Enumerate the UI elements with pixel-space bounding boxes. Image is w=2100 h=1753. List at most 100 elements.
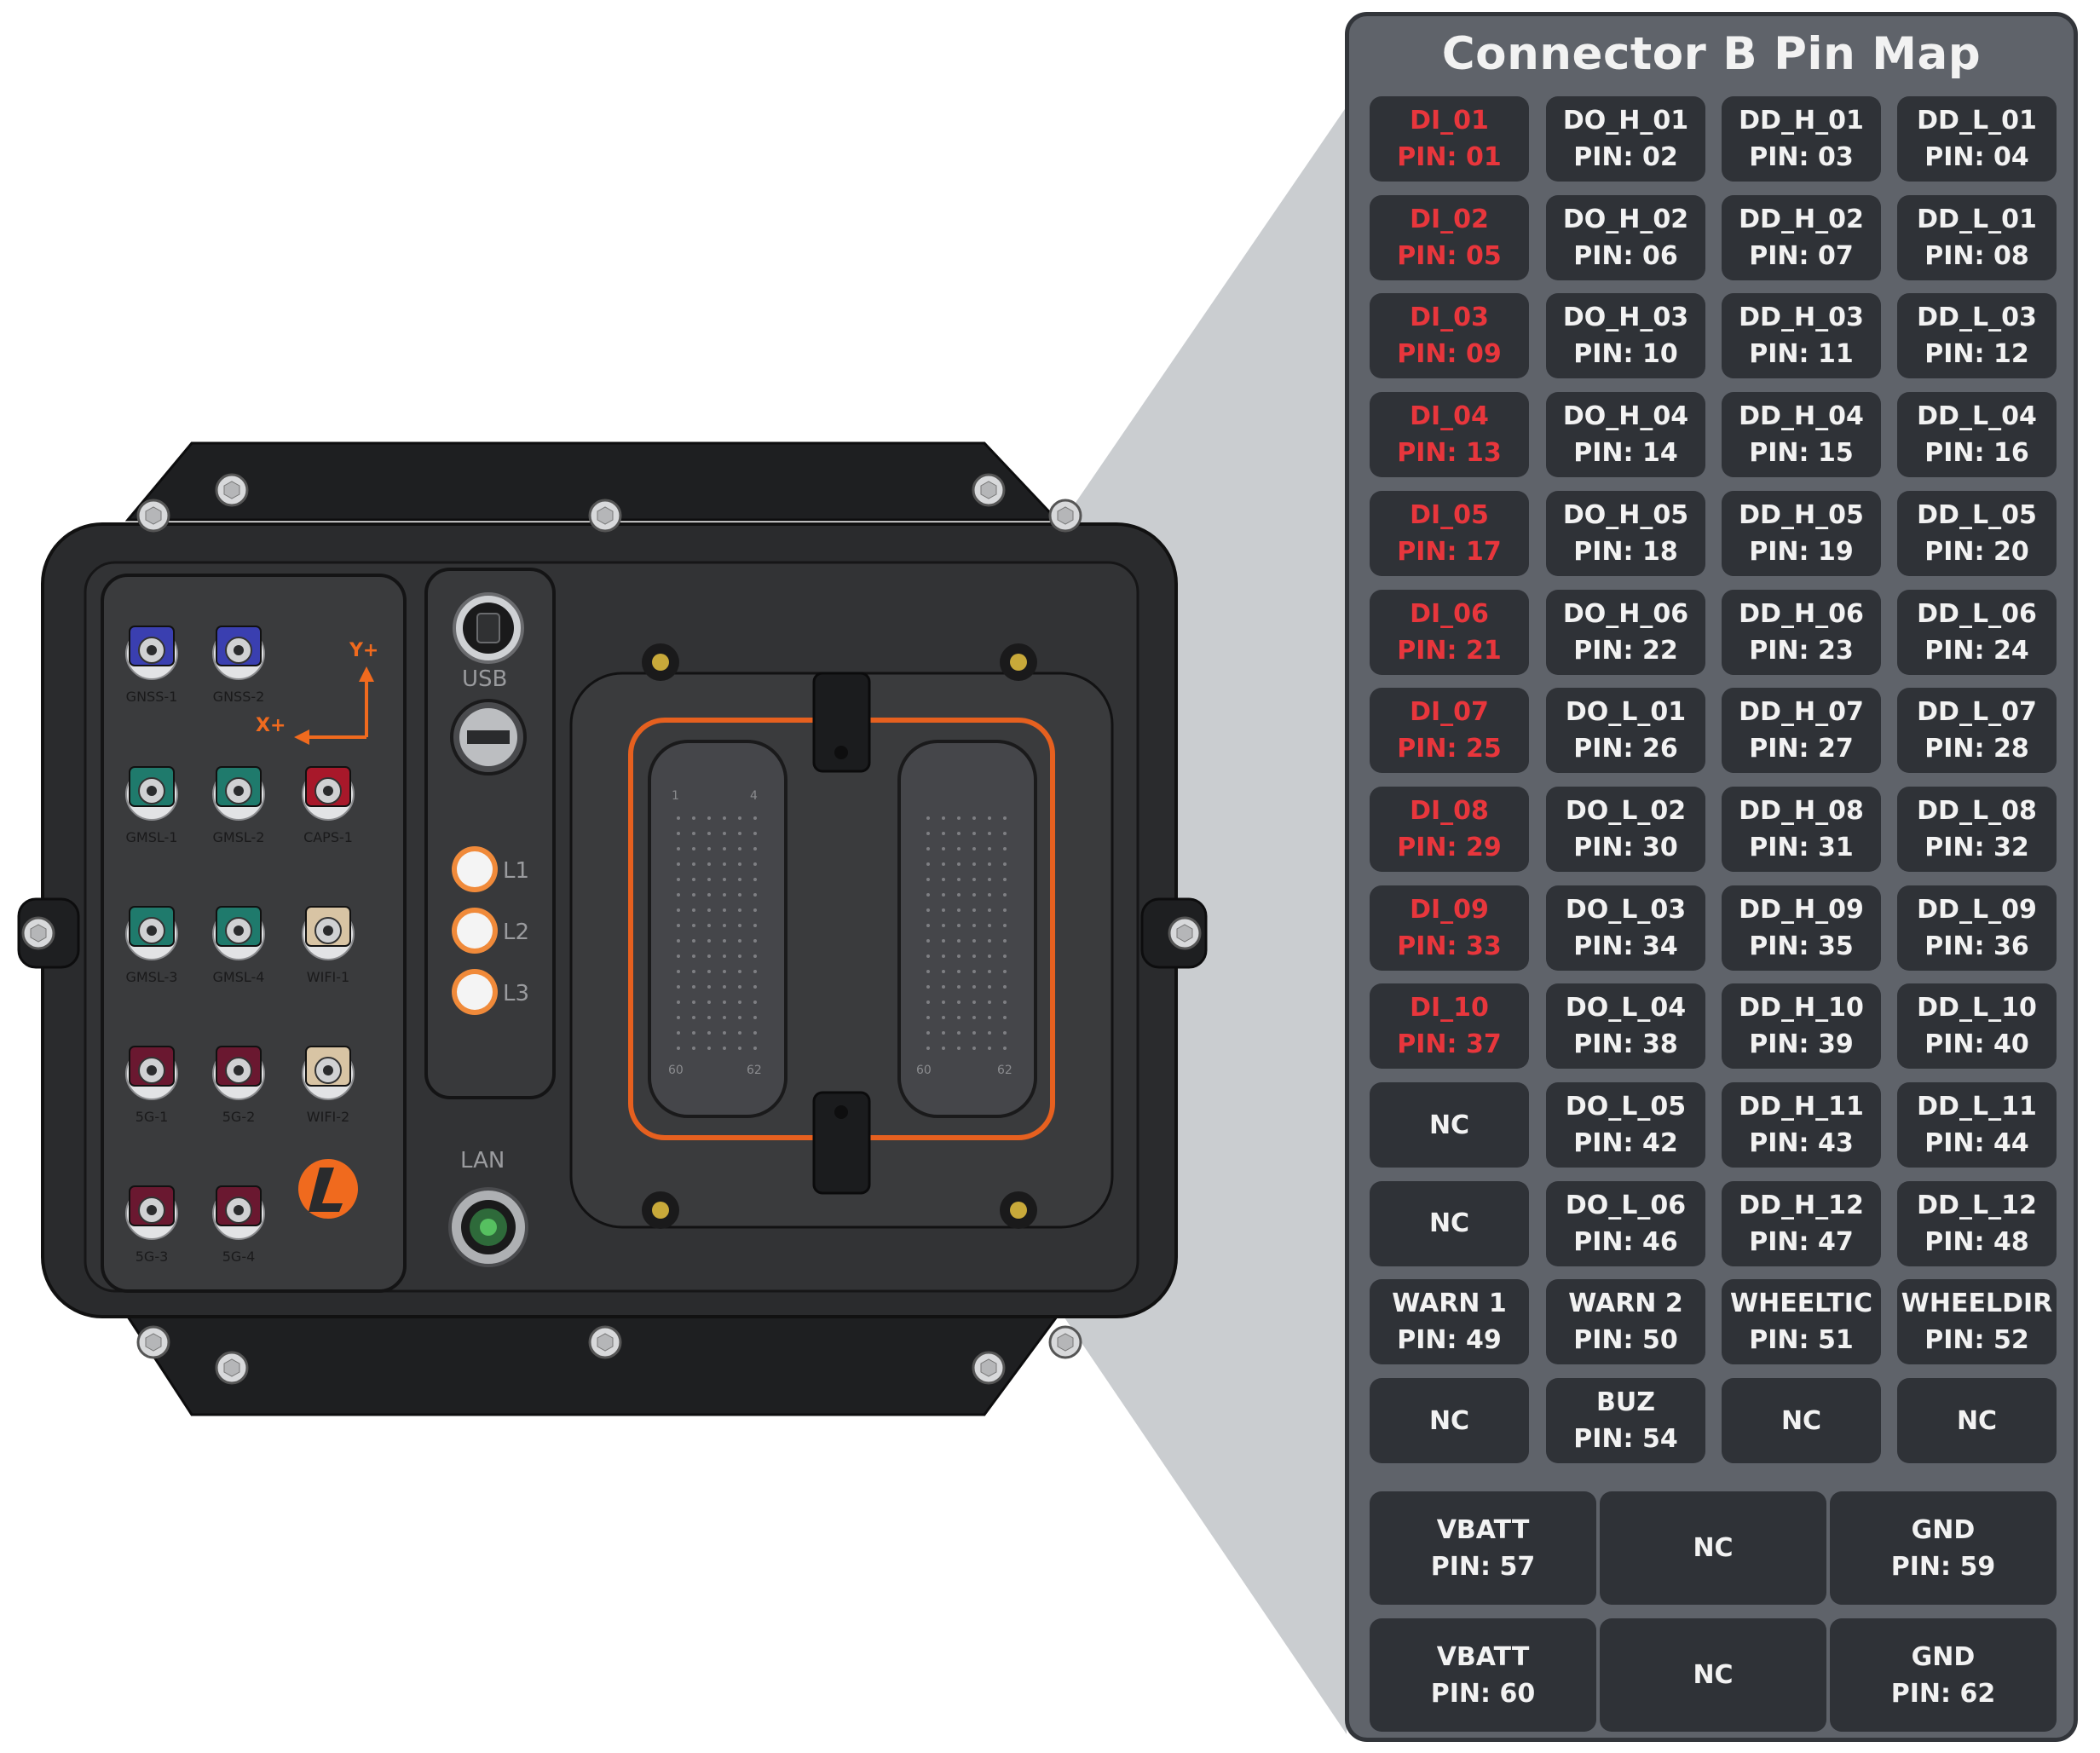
connector-pin xyxy=(723,1016,726,1019)
pin-cell: NC xyxy=(1370,1082,1529,1168)
connector-pin xyxy=(692,1047,695,1050)
axis-label-x: X+ xyxy=(256,715,286,736)
pin-signal-label: DI_07 xyxy=(1410,697,1489,728)
connector-pin xyxy=(692,832,695,835)
pin-number: PIN: 30 xyxy=(1573,832,1678,862)
pin-number: PIN: 09 xyxy=(1397,339,1502,370)
connector-pin xyxy=(677,908,680,912)
pin-signal-label: DD_H_08 xyxy=(1739,795,1864,826)
pin-signal-label: NC xyxy=(1428,1405,1470,1436)
pin-signal-label: DO_H_04 xyxy=(1562,401,1689,432)
connector-pin xyxy=(957,954,961,958)
connector-pin xyxy=(677,816,680,820)
connector-pin xyxy=(707,862,711,866)
connector-pin xyxy=(677,1000,680,1004)
axis-label-y: Y+ xyxy=(349,640,378,661)
pin-signal-label: DD_L_03 xyxy=(1917,303,2037,333)
connector-pin xyxy=(707,1016,711,1019)
rf-connector-label: 5G-2 xyxy=(222,1109,256,1125)
pin-number: PIN: 21 xyxy=(1397,635,1502,666)
pin-signal-label: DD_L_06 xyxy=(1917,598,2037,629)
rf-connector-label: 5G-3 xyxy=(136,1248,169,1265)
pin-number: PIN: 15 xyxy=(1749,438,1854,469)
rf-connector: 5G-1 xyxy=(125,1046,178,1125)
connector-pin xyxy=(677,985,680,989)
bolt-head xyxy=(145,506,162,525)
connector-pin xyxy=(753,878,757,881)
rf-connector: CAPS-1 xyxy=(302,766,355,845)
pin-number: PIN: 26 xyxy=(1573,734,1678,764)
connector-pin xyxy=(926,816,930,820)
pin-signal-label: DI_06 xyxy=(1410,598,1489,629)
pin-signal-label: DD_L_12 xyxy=(1917,1190,2037,1220)
pin-signal-label: VBATT xyxy=(1436,1641,1530,1672)
connector-pin xyxy=(692,939,695,943)
pin-number: PIN: 14 xyxy=(1573,438,1678,469)
pin-signal-label: DD_L_01 xyxy=(1917,204,2037,234)
connector-pin xyxy=(738,1016,741,1019)
connector-pin xyxy=(692,816,695,820)
connector-pin xyxy=(942,1047,945,1050)
rf-connector: WIFI-2 xyxy=(302,1046,355,1125)
connector-pin xyxy=(972,985,976,989)
connector-pin xyxy=(753,954,757,958)
connector-pin xyxy=(1003,1031,1007,1035)
connector-pin xyxy=(1003,847,1007,851)
connector-pin xyxy=(738,908,741,912)
pin-signal-label: NC xyxy=(1693,1660,1734,1690)
connector-pin xyxy=(926,1031,930,1035)
pin-signal-label: WHEELDIR xyxy=(1901,1289,2053,1319)
rf-connector-pin xyxy=(234,645,244,655)
brand-logo xyxy=(298,1159,358,1219)
connector-pin xyxy=(988,878,991,881)
pin-signal-label: DO_H_01 xyxy=(1562,106,1689,136)
connector-pin xyxy=(692,862,695,866)
connector-pin xyxy=(957,832,961,835)
connector-pin xyxy=(707,939,711,943)
connector-pin xyxy=(707,970,711,973)
pin-number: PIN: 32 xyxy=(1924,832,2029,862)
connector-pin xyxy=(738,954,741,958)
connector-pin xyxy=(677,862,680,866)
connector-pin xyxy=(988,816,991,820)
rf-connector-label: 5G-1 xyxy=(136,1109,169,1125)
connector-pin xyxy=(926,847,930,851)
pin-number: PIN: 27 xyxy=(1749,734,1854,764)
pin-signal-label: DO_L_03 xyxy=(1565,894,1687,925)
connector-pin xyxy=(988,985,991,989)
pin-number: PIN: 39 xyxy=(1749,1029,1854,1060)
rf-connector-pin xyxy=(147,926,157,936)
connector-pin-label-4: 4 xyxy=(750,789,758,803)
connector-pin xyxy=(677,1016,680,1019)
pin-cell: NC xyxy=(1370,1180,1529,1266)
pin-signal-label: DD_H_02 xyxy=(1739,204,1864,234)
connector-pin xyxy=(723,939,726,943)
pin-number: PIN: 24 xyxy=(1924,635,2029,666)
rf-connector-label: GMSL-1 xyxy=(126,829,178,845)
bolt-head xyxy=(30,924,47,943)
pin-signal-label: NC xyxy=(1780,1405,1822,1436)
pin-number: PIN: 54 xyxy=(1573,1424,1678,1455)
connector-pin xyxy=(988,970,991,973)
pin-signal-label: DI_01 xyxy=(1410,106,1489,136)
pin-number: PIN: 43 xyxy=(1749,1128,1854,1158)
connector-pin xyxy=(723,878,726,881)
rf-connector: GMSL-4 xyxy=(212,906,265,985)
pin-number: PIN: 11 xyxy=(1749,339,1854,370)
pin-number: PIN: 36 xyxy=(1924,931,2029,961)
pin-number: PIN: 01 xyxy=(1397,142,1502,172)
connector-pin xyxy=(677,847,680,851)
pin-signal-label: DO_L_02 xyxy=(1565,795,1687,826)
rf-connector: 5G-4 xyxy=(212,1185,265,1265)
